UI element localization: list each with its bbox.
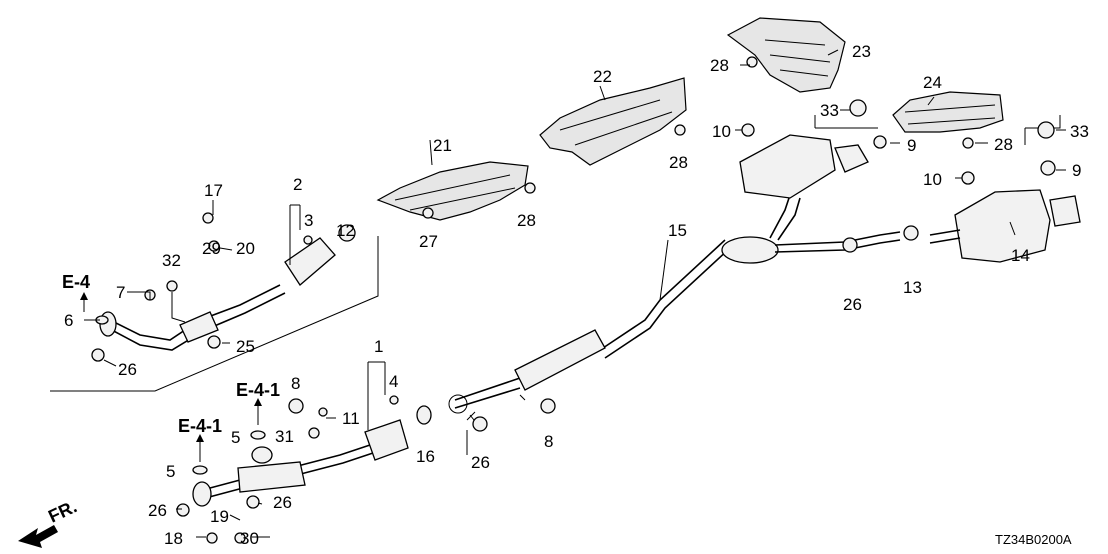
front-pipe-1: [192, 419, 409, 507]
callout: 28: [669, 153, 688, 172]
direction-label: FR.: [45, 496, 80, 526]
callout: 6: [64, 311, 73, 330]
exhaust-pipe-15: [448, 194, 901, 431]
callout: 22: [593, 67, 612, 86]
callout: 26: [148, 501, 167, 520]
callout: 33: [820, 101, 839, 120]
callout: 8: [544, 432, 553, 451]
callout: 28: [517, 211, 536, 230]
callout: 27: [419, 232, 438, 251]
callout: 15: [668, 221, 687, 240]
callout: 26: [273, 493, 292, 512]
front-pipe-2: [99, 237, 336, 351]
callout: 21: [433, 136, 452, 155]
callout: 26: [843, 295, 862, 314]
callout: 2: [293, 175, 302, 194]
callout: 31: [275, 427, 294, 446]
callout: 26: [471, 453, 490, 472]
callout: 23: [852, 42, 871, 61]
callout: 28: [994, 135, 1013, 154]
heat-shield-24: [892, 91, 1004, 133]
callout: 26: [118, 360, 137, 379]
callout: 20: [236, 239, 255, 258]
callout: 25: [236, 337, 255, 356]
callout: 19: [210, 507, 229, 526]
callout: 10: [923, 170, 942, 189]
heat-shield-23: [726, 17, 846, 93]
reference-arrows: [80, 292, 262, 462]
reference-labels: E-4 E-4-1 E-4-1: [62, 272, 280, 436]
ref-label: E-4-1: [236, 380, 280, 400]
variant-boundary: [50, 115, 1061, 392]
hardware: [91, 56, 1056, 544]
callout: 10: [712, 122, 731, 141]
callout: 12: [336, 221, 355, 240]
callout: 9: [1072, 161, 1081, 180]
callout: 7: [116, 283, 125, 302]
callout: 5: [231, 428, 240, 447]
callout: 14: [1011, 246, 1030, 265]
callout: 28: [710, 56, 729, 75]
callout: 16: [416, 447, 435, 466]
callout: 3: [304, 211, 313, 230]
heat-shield-21: [376, 161, 529, 221]
callout: 8: [291, 374, 300, 393]
callout: 24: [923, 73, 942, 92]
callout: 32: [162, 251, 181, 270]
callout: 29: [202, 239, 221, 258]
callouts: 1 2 3 4 5 5 6 7 8 8 9 9 10 10 11 12 13 1…: [64, 42, 1089, 548]
ref-label: E-4: [62, 272, 90, 292]
callout: 11: [342, 409, 360, 428]
front-direction-arrow: FR.: [18, 496, 80, 548]
ref-label: E-4-1: [178, 416, 222, 436]
muffler-14: [929, 189, 1081, 263]
muffler-upper: [739, 134, 869, 199]
callout: 5: [166, 462, 175, 481]
callout: 13: [903, 278, 922, 297]
callout: 1: [374, 337, 383, 356]
callout: 4: [389, 372, 398, 391]
callout: 33: [1070, 122, 1089, 141]
callout: 17: [204, 181, 223, 200]
callout: 30: [240, 529, 259, 548]
heat-shield-22: [539, 77, 687, 166]
leader-lines: [84, 49, 1066, 538]
diagram-code: TZ34B0200A: [995, 532, 1072, 547]
callout: 9: [907, 136, 916, 155]
callout: 18: [164, 529, 183, 548]
